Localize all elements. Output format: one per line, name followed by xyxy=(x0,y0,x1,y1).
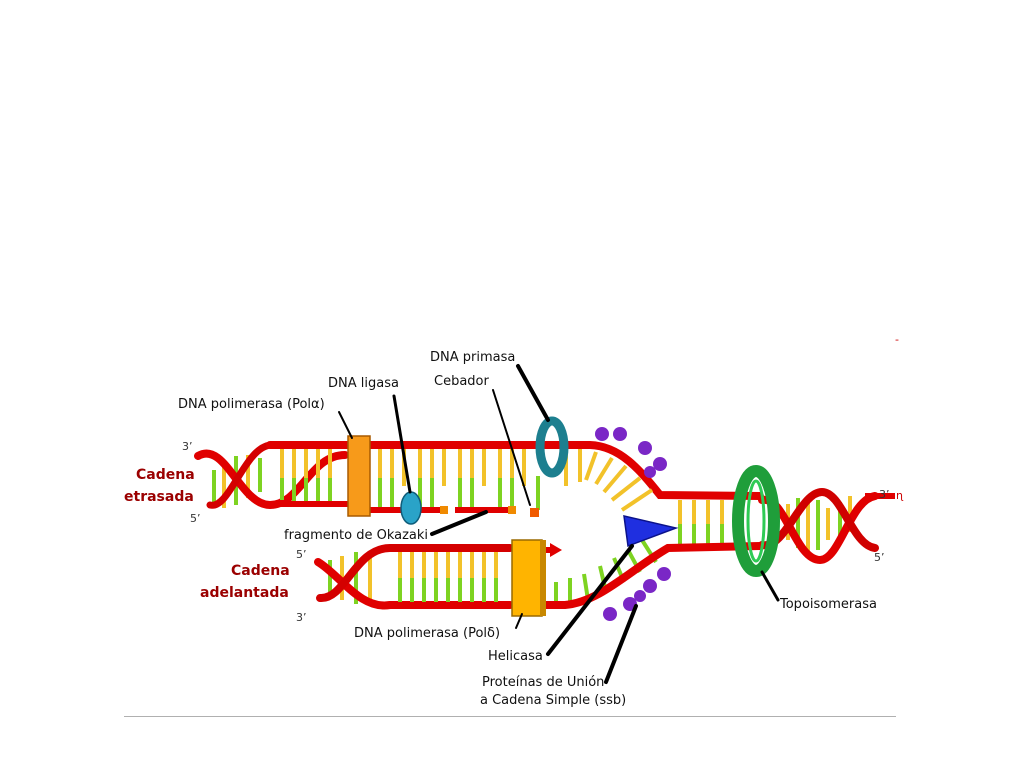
label-ssb-line1: Proteínas de Unión xyxy=(482,675,605,690)
end-top-left-5: 5’ xyxy=(190,512,201,525)
leading-helix-twist-a xyxy=(314,558,514,610)
helicasa-shape xyxy=(623,515,679,548)
label-topoisomerasa: Topoisomerasa xyxy=(780,597,877,612)
end-bottom-left-5: 5’ xyxy=(296,548,307,561)
end-top-left-3: 3’ xyxy=(182,440,193,453)
label-dna-polimerasa-delta: DNA polimerasa (Polδ) xyxy=(354,626,501,641)
label-helicasa: Helicasa xyxy=(488,649,543,664)
okazaki-green-rungs xyxy=(280,476,540,510)
bottom-divider xyxy=(124,716,896,717)
label-dna-polimerasa-alpha: DNA polimerasa (Polα) xyxy=(178,397,325,412)
dna-primasa-shape xyxy=(535,416,569,478)
leading-helix-twist-b xyxy=(316,544,514,602)
leading-rungs xyxy=(398,524,724,605)
lagging-helix-twist-b xyxy=(206,441,276,509)
ssb-proteins xyxy=(595,427,671,621)
end-bottom-left-3: 3’ xyxy=(296,611,307,624)
label-cadena-retrasada-2: etrasada xyxy=(124,489,194,505)
lagging-template-backbone xyxy=(266,441,764,500)
lagging-strand xyxy=(194,416,764,526)
label-cadena-retrasada-1: Cadena xyxy=(136,467,195,483)
top-right-dash: - xyxy=(895,333,899,346)
label-dna-primasa: DNA primasa xyxy=(430,350,516,365)
leader-lines xyxy=(338,364,780,684)
parental-helix-strand-b xyxy=(758,487,879,552)
parental-helix-strand-a xyxy=(758,492,879,565)
label-fragmento-okazaki: fragmento de Okazaki xyxy=(284,528,429,543)
label-cadena-adelantada-2: adelantada xyxy=(200,585,289,601)
dna-polimerasa-delta-shape xyxy=(511,539,543,617)
label-ssb-line2: a Cadena Simple (ssb) xyxy=(480,693,627,708)
label-dna-ligasa: DNA ligasa xyxy=(328,376,399,391)
label-cebador: Cebador xyxy=(434,374,489,389)
label-cadena-adelantada-1: Cadena xyxy=(231,563,290,579)
leading-template-backbone xyxy=(536,542,764,609)
dna-polimerasa-alpha-shape xyxy=(347,435,371,517)
end-right-5: 5’ xyxy=(874,551,885,564)
dna-ligasa-shape xyxy=(400,491,422,525)
end-right-3: 3’ xyxy=(879,488,890,501)
parental-helix xyxy=(758,487,895,565)
leading-strand xyxy=(314,524,764,617)
right-marker: ɳ xyxy=(896,489,904,502)
topoisomerasa-shape xyxy=(732,465,780,577)
